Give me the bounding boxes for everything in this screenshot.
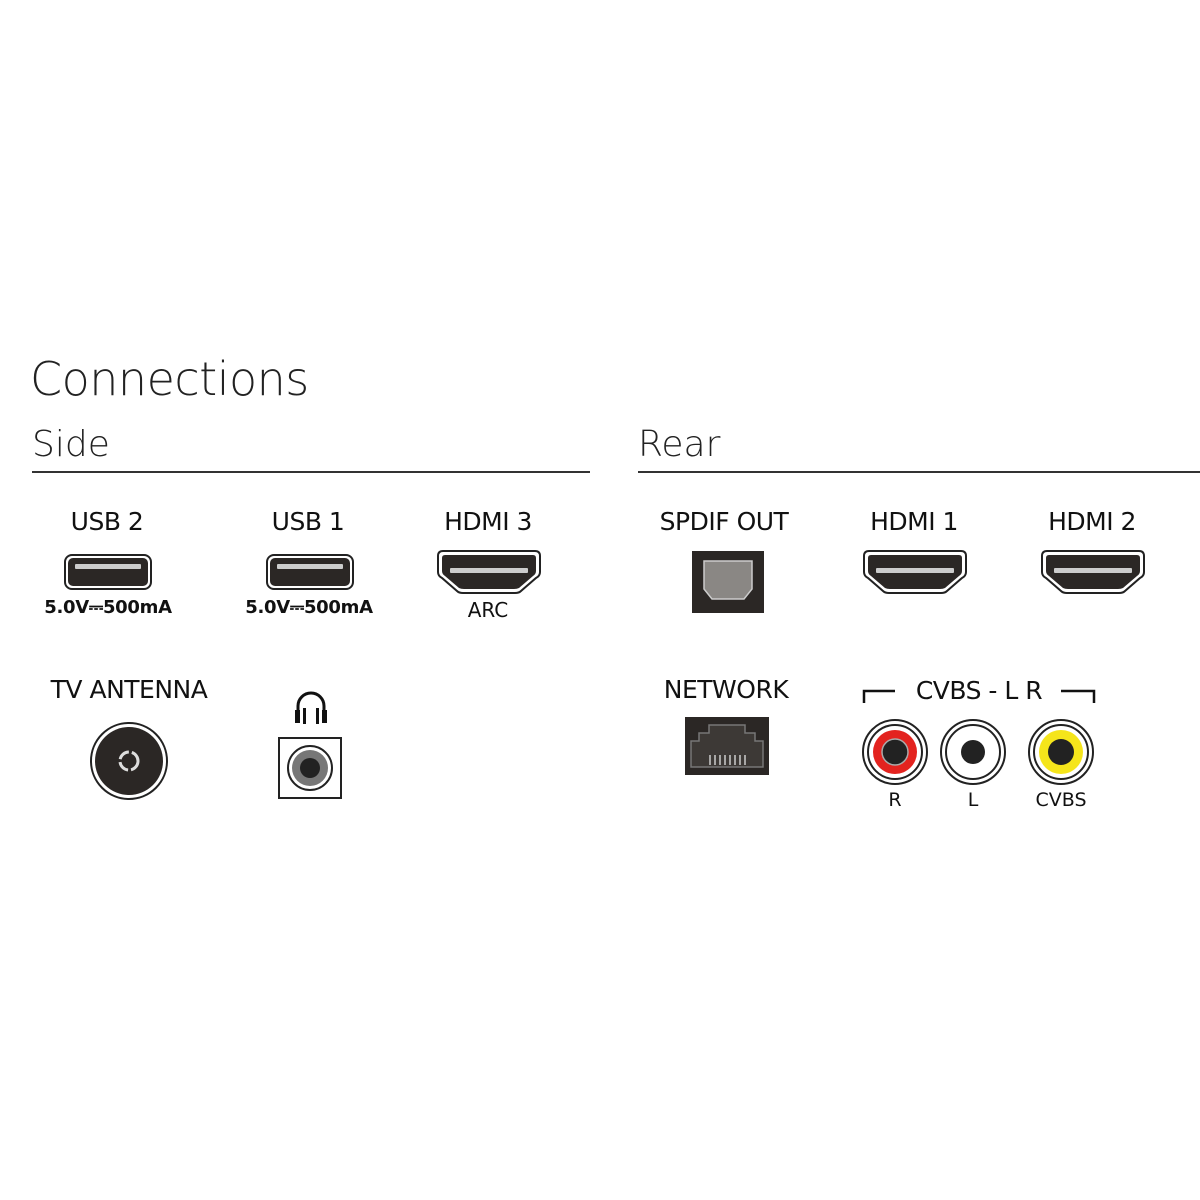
hdmi-port-icon	[863, 550, 967, 594]
side-divider	[32, 471, 590, 473]
hdmi3-label: HDMI 3	[444, 507, 532, 536]
tv-antenna-label: TV ANTENNA	[50, 675, 208, 704]
side-heading: Side	[32, 424, 110, 465]
hdmi3-arc-label: ARC	[467, 598, 509, 622]
rca-jack-cvbs-icon	[1028, 719, 1094, 785]
cvbs-bracket	[862, 689, 1096, 703]
page-title: Connections	[30, 352, 309, 406]
rear-divider	[638, 471, 1200, 473]
optical-port-icon	[692, 551, 764, 613]
ethernet-port-icon	[685, 717, 769, 775]
spdif-out-label: SPDIF OUT	[659, 507, 789, 536]
usb-port-icon	[64, 554, 152, 590]
rca-jack-l-icon	[940, 719, 1006, 785]
hdmi2-label: HDMI 2	[1048, 507, 1136, 536]
usb1-label: USB 1	[271, 507, 345, 536]
rca-jack-r-icon	[862, 719, 928, 785]
rca-cvbs-label: CVBS	[1035, 789, 1087, 811]
usb-port-icon	[266, 554, 354, 590]
usb2-spec: 5.0V⎓500mA	[44, 597, 172, 618]
rca-l-label: L	[967, 789, 979, 811]
antenna-port-icon	[90, 722, 168, 800]
headphone-icon	[295, 691, 327, 724]
headphone-jack-icon	[278, 737, 342, 799]
hdmi-port-icon	[1041, 550, 1145, 594]
network-label: NETWORK	[663, 675, 789, 704]
cvbs-group-label: CVBS - L R	[915, 676, 1043, 705]
hdmi-port-icon	[437, 550, 541, 594]
rear-heading: Rear	[638, 424, 721, 465]
usb1-spec: 5.0V⎓500mA	[245, 597, 373, 618]
rca-r-label: R	[888, 789, 902, 811]
hdmi1-label: HDMI 1	[870, 507, 958, 536]
usb2-label: USB 2	[70, 507, 144, 536]
